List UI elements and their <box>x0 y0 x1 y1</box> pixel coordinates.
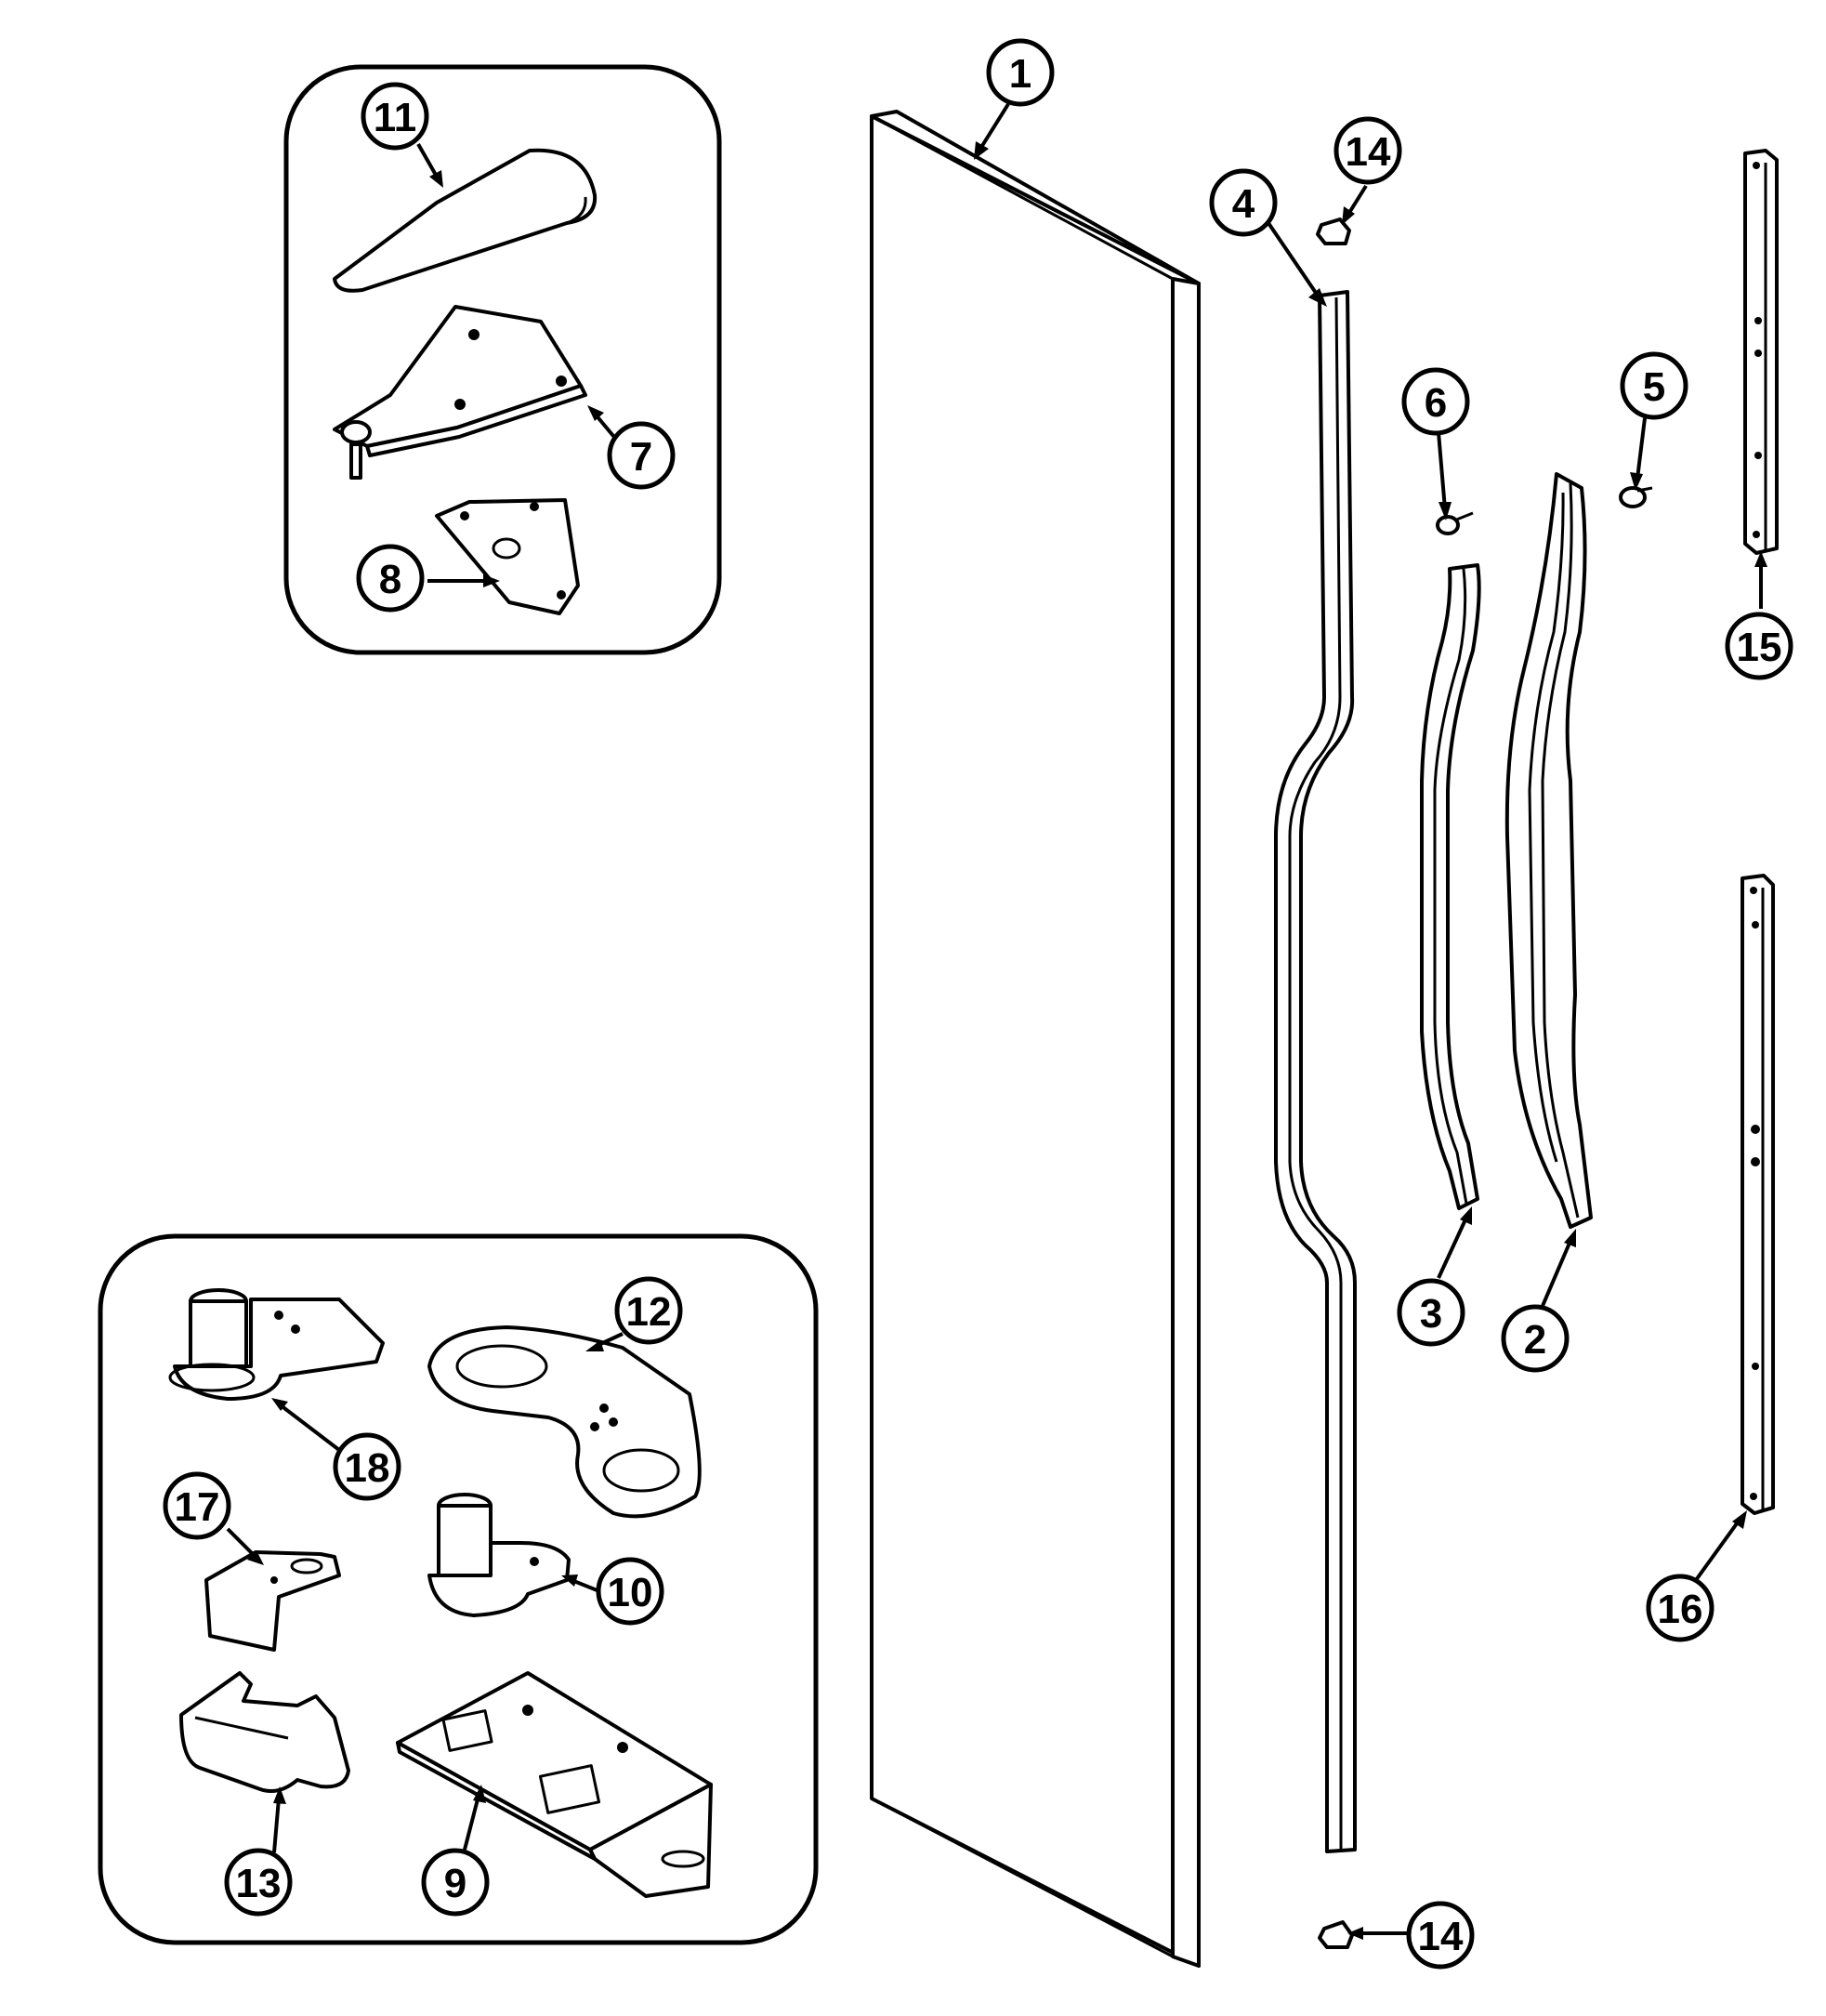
callout-9: 9 <box>421 1848 490 1917</box>
callout-10: 10 <box>596 1557 664 1626</box>
callout-3: 3 <box>1397 1278 1465 1347</box>
callout-9-label: 9 <box>444 1861 466 1906</box>
door-gasket-strip <box>1274 290 1357 1853</box>
hinge-pin-10 <box>427 1493 571 1617</box>
callout-8: 8 <box>356 544 425 613</box>
screw-6 <box>1436 511 1474 535</box>
gasket-section-3 <box>1420 563 1481 1210</box>
callout-2-label: 2 <box>1524 1317 1546 1363</box>
callout-7-label: 7 <box>630 434 652 480</box>
callout-1-label: 1 <box>1009 51 1031 97</box>
door-panel <box>870 110 1201 1968</box>
clip-14-top <box>1316 217 1351 245</box>
hinge-base-9 <box>396 1671 713 1898</box>
callout-14-top: 14 <box>1333 116 1402 185</box>
callout-15-label: 15 <box>1737 625 1782 670</box>
bracket-bar-16 <box>1741 874 1775 1515</box>
small-bracket-17 <box>204 1550 341 1652</box>
screw-5 <box>1619 486 1653 508</box>
callout-14-top-label: 14 <box>1346 129 1391 175</box>
callout-12: 12 <box>614 1276 683 1345</box>
callout-18-label: 18 <box>345 1445 390 1491</box>
callout-6-label: 6 <box>1425 380 1447 426</box>
hinge-cover-11 <box>333 148 598 293</box>
callout-11: 11 <box>361 82 429 151</box>
cover-13 <box>179 1671 350 1793</box>
shim-plate-8 <box>435 498 580 615</box>
upper-hinge-inset-panel <box>283 64 722 655</box>
callout-4-label: 4 <box>1232 181 1255 227</box>
callout-6: 6 <box>1401 367 1470 436</box>
callout-5: 5 <box>1620 351 1688 420</box>
callout-10-label: 10 <box>608 1570 653 1615</box>
callout-8-label: 8 <box>379 557 401 602</box>
callout-13-label: 13 <box>236 1861 282 1906</box>
callout-1: 1 <box>986 38 1055 107</box>
callout-14-bottom: 14 <box>1406 1901 1475 1970</box>
hinge-plate-7 <box>333 305 587 480</box>
clip-14-bottom <box>1318 1920 1354 1949</box>
callout-14-bottom-label: 14 <box>1418 1914 1464 1959</box>
callout-18: 18 <box>333 1432 401 1501</box>
callout-15: 15 <box>1725 612 1793 680</box>
callout-16: 16 <box>1646 1574 1714 1642</box>
callout-3-label: 3 <box>1420 1291 1442 1337</box>
callout-12-label: 12 <box>626 1289 672 1335</box>
callout-17: 17 <box>163 1471 231 1540</box>
hinge-bracket-12 <box>427 1325 702 1519</box>
callout-17-label: 17 <box>175 1484 220 1530</box>
lower-hinge-inset-panel <box>98 1233 819 1945</box>
callout-13: 13 <box>224 1848 293 1917</box>
gasket-section-2 <box>1504 472 1593 1229</box>
callout-7: 7 <box>607 421 676 490</box>
callout-2: 2 <box>1501 1304 1570 1373</box>
callout-4: 4 <box>1209 168 1278 237</box>
hinge-pin-bracket-18 <box>168 1288 385 1401</box>
bracket-bar-15 <box>1743 149 1779 555</box>
callout-5-label: 5 <box>1643 364 1665 410</box>
callout-16-label: 16 <box>1658 1587 1703 1632</box>
callout-11-label: 11 <box>374 95 417 140</box>
